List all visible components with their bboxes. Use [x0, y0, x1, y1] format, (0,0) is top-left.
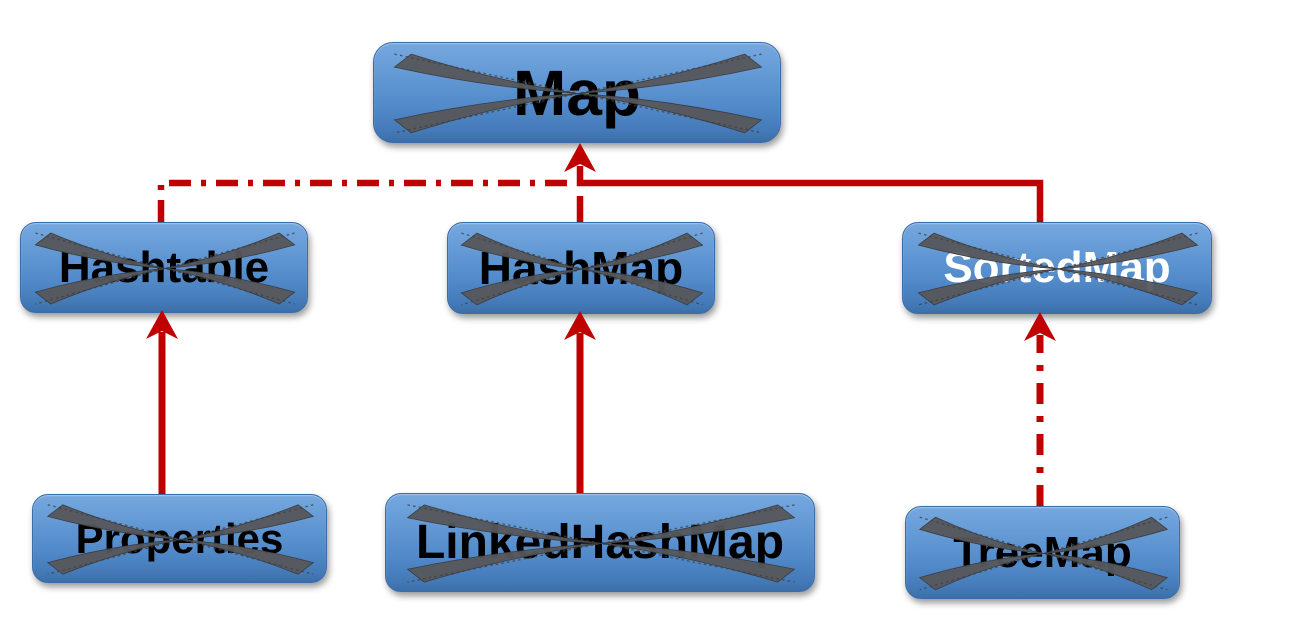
arrowhead-into-hashmap	[564, 311, 596, 340]
node-properties: Properties	[32, 494, 327, 583]
node-hashmap: HashMap	[447, 222, 715, 314]
node-treemap: TreeMap	[905, 506, 1180, 599]
node-hashtable-label: Hashtable	[58, 242, 270, 292]
arrowhead-into-sortedmap	[1024, 312, 1056, 341]
node-hashmap-label: HashMap	[478, 242, 684, 294]
arrowhead-into-map	[564, 143, 596, 172]
node-sortedmap-label: SortedMap	[943, 243, 1171, 292]
edge-hashtable-map	[157, 179, 568, 222]
node-map: Map	[373, 42, 781, 143]
node-linkedhashmap-label: LinkedHashMap	[415, 516, 785, 569]
edge-sortedmap-map	[576, 166, 1044, 222]
node-treemap-label: TreeMap	[953, 527, 1132, 577]
node-properties-label: Properties	[75, 514, 284, 562]
node-sortedmap: SortedMap	[902, 222, 1212, 314]
node-linkedhashmap: LinkedHashMap	[385, 493, 815, 592]
arrowhead-into-hashtable	[146, 310, 178, 339]
node-map-label: Map	[513, 56, 641, 129]
node-hashtable: Hashtable	[20, 222, 308, 313]
